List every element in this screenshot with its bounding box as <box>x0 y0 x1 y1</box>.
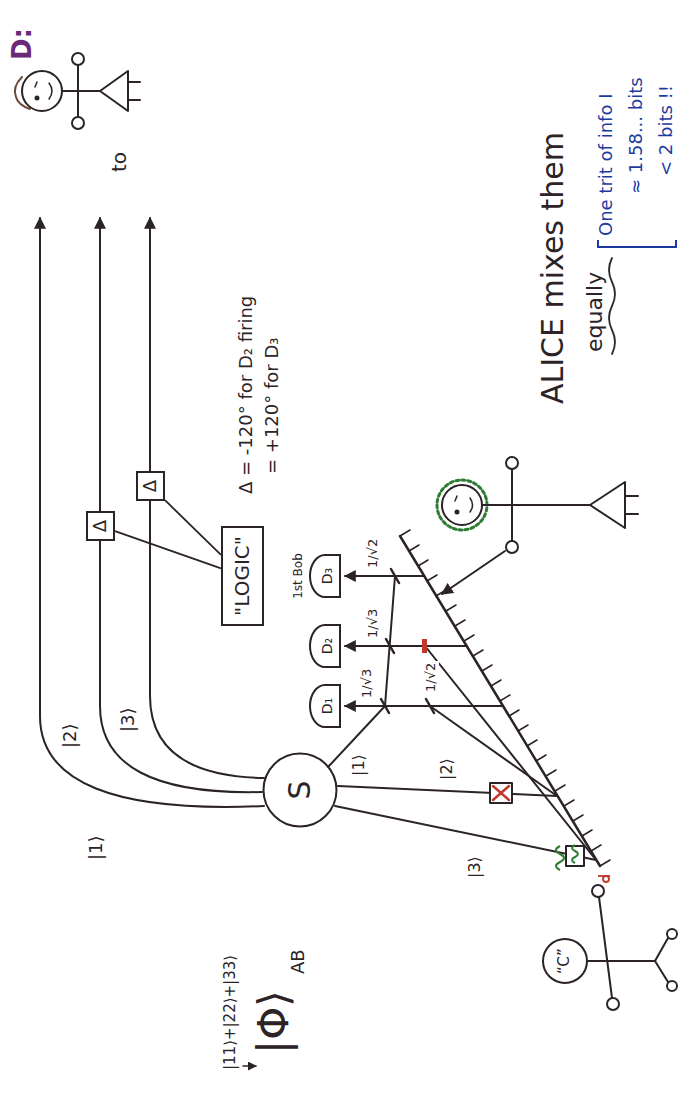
red-cross <box>493 786 509 800</box>
person-label: D: <box>8 26 38 62</box>
detector-heading: 1st Bob <box>292 553 306 599</box>
beam-label: |2⟩ <box>60 721 81 750</box>
beam-line <box>338 786 557 796</box>
detector: 1st BobD₃ <box>309 554 341 598</box>
info-note: < 2 bits !! <box>656 83 677 178</box>
splitter-ratio: 1/√2 <box>424 661 439 694</box>
reflected-beam <box>425 646 596 860</box>
beam-label: |2⟩ <box>438 756 456 782</box>
node-text: S <box>283 780 318 799</box>
person-eye <box>36 97 39 100</box>
beam-label: |1⟩ <box>350 752 368 778</box>
direction-word: to <box>108 150 131 174</box>
person-eye <box>456 511 459 514</box>
connector-line <box>165 500 221 555</box>
phase-note: = +120° for D₃ <box>262 335 283 476</box>
blocker-box <box>490 783 512 803</box>
info-note: One trit of info I <box>596 92 617 238</box>
person-hand <box>607 998 619 1010</box>
beam-to-d <box>150 218 264 778</box>
circle-outline <box>264 754 337 827</box>
person-hand <box>592 885 604 897</box>
phase-box: Δ <box>136 471 165 501</box>
beam-to-d <box>40 218 264 807</box>
person-head <box>543 939 587 983</box>
info-note: ≈ 1.58... bits <box>626 75 647 196</box>
detector-beam <box>345 575 424 577</box>
note-bracket <box>598 240 676 247</box>
person-hair <box>437 480 487 530</box>
beam-label: |3⟩ <box>118 705 139 734</box>
red-mark <box>598 875 610 877</box>
person-body <box>482 469 638 541</box>
source-circle: S <box>262 752 338 828</box>
detector-outline <box>310 685 340 727</box>
node-text: D₃ <box>319 568 335 584</box>
splitter-ratio: 1/√3 <box>360 667 375 700</box>
detector: D₂ <box>309 624 341 668</box>
connector-line <box>115 531 221 568</box>
splitter-ratio: 1/√3 <box>366 607 381 640</box>
person-face <box>35 82 52 99</box>
person-foot <box>667 981 677 991</box>
pointing-arrow <box>442 551 505 594</box>
person-body <box>587 897 668 998</box>
note-heading: ALICE mixes them <box>536 130 571 406</box>
person-label: “C” <box>556 946 573 976</box>
detector-beam <box>345 705 503 707</box>
person-face <box>455 496 473 512</box>
node-text: Δ <box>140 480 161 492</box>
red-mark <box>603 876 609 882</box>
note-word: equally <box>582 270 607 354</box>
person-hand <box>72 117 84 129</box>
splitter-ratio: 1/√2 <box>366 537 381 570</box>
person-head <box>442 485 482 525</box>
person-hand <box>506 541 518 553</box>
beam-to-d <box>100 218 262 792</box>
logic-box: "LOGIC" <box>221 526 264 626</box>
red-bar <box>422 639 427 653</box>
detector-beam <box>345 645 467 647</box>
person-body <box>62 65 140 117</box>
phase-box: Δ <box>86 511 115 541</box>
person-hand <box>72 53 84 65</box>
detector-outline <box>310 555 340 597</box>
person-foot <box>667 929 677 939</box>
node-text: "LOGIC" <box>231 536 254 616</box>
detector-outline <box>310 625 340 667</box>
pointer-arrow <box>243 1065 256 1067</box>
underline <box>609 258 615 354</box>
state-symbol: |Φ⟩ <box>250 988 298 1056</box>
node-text: D₁ <box>319 698 335 714</box>
state-expansion: |11⟩+|22⟩+|33⟩ <box>222 953 239 1072</box>
mirror-hatching <box>400 530 610 866</box>
node-text: D₂ <box>319 638 335 654</box>
person-hand <box>506 457 518 469</box>
node-text: Δ <box>90 520 111 532</box>
green-scribble <box>556 845 578 870</box>
beam-label: |1⟩ <box>86 833 107 862</box>
beam-label: |3⟩ <box>466 854 484 880</box>
person-head <box>22 71 62 111</box>
detector: D₁ <box>309 684 341 728</box>
phase-note: Δ = -120° for D₂ firing <box>236 294 257 496</box>
state-subscript: AB <box>288 947 309 976</box>
